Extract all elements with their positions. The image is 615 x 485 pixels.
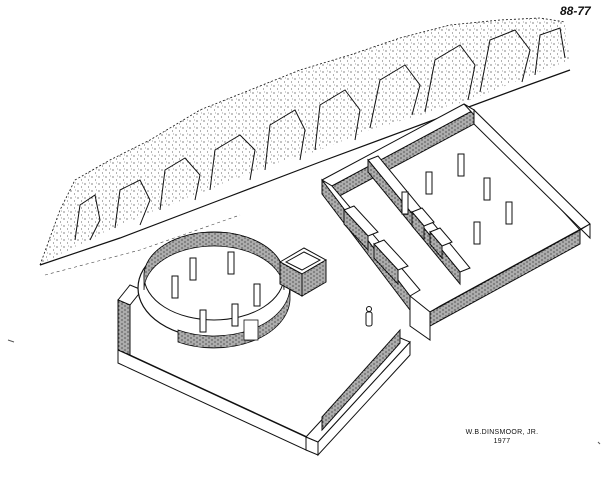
small-square-structure (278, 247, 328, 297)
rectangular-hall (320, 103, 591, 341)
human-figure (365, 306, 373, 327)
margin-marks (7, 339, 601, 445)
circular-enclosure (137, 231, 291, 349)
reference-number: 88-77 (560, 4, 591, 18)
author-name: W.B.DINSMOOR, JR. (465, 429, 539, 436)
drawing-year: 1977 (493, 438, 511, 445)
hall-columns (401, 153, 513, 245)
outer-precinct-wall (117, 284, 411, 457)
rock-cliff (39, 17, 571, 276)
author-credit: W.B.DINSMOOR, JR. 1977 (462, 428, 542, 446)
circular-enclosure-columns (171, 251, 261, 333)
